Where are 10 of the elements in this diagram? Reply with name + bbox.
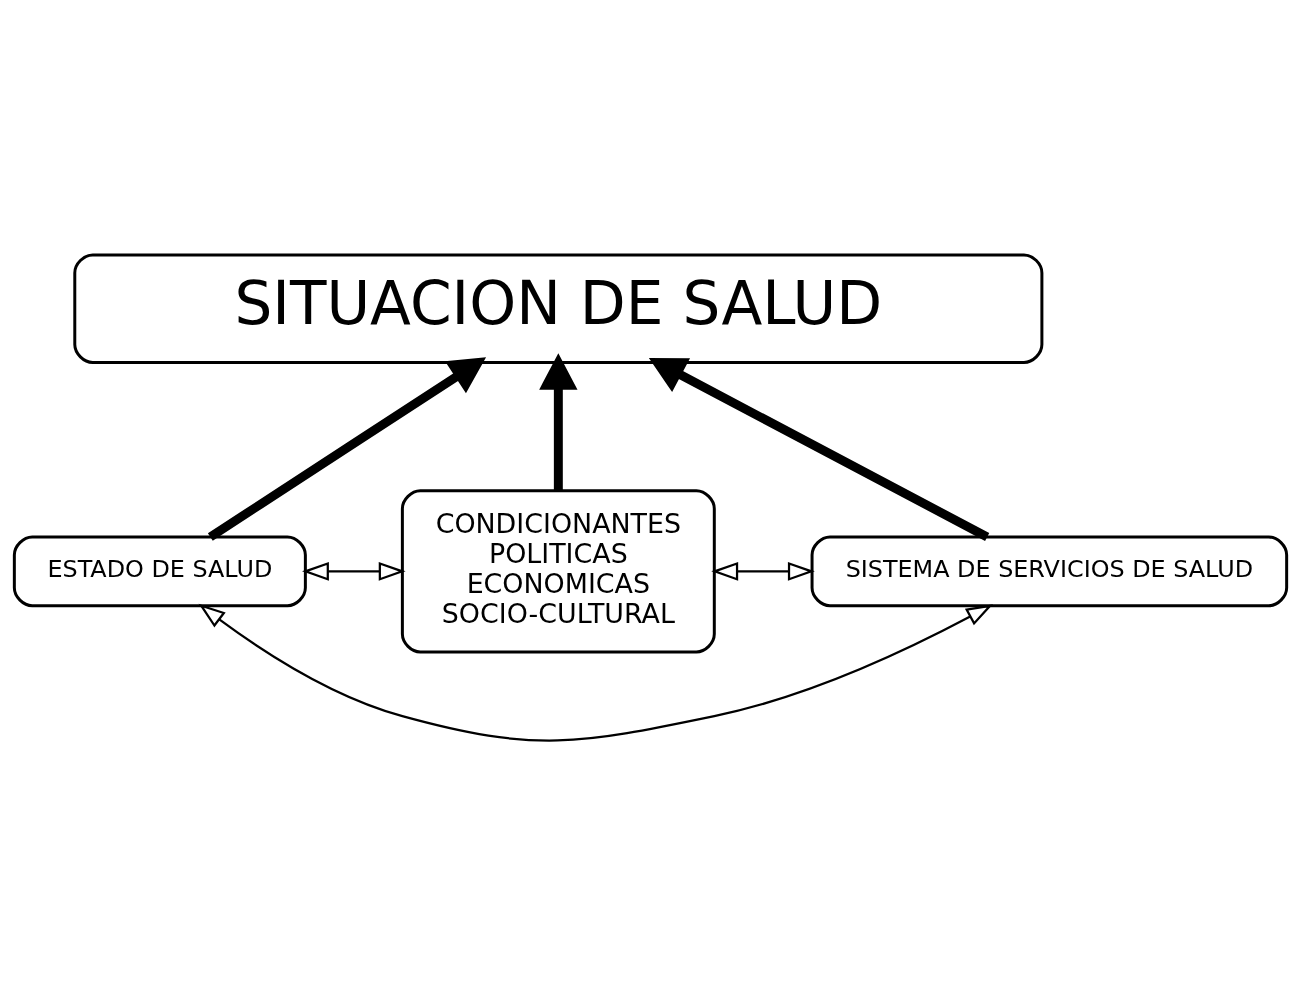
arrow [198, 603, 994, 742]
arrow [302, 561, 406, 581]
node-box: ESTADO DE SALUD [12, 535, 307, 608]
node-box: SISTEMA DE SERVICIOS DE SALUD [810, 535, 1289, 608]
arrow [648, 358, 990, 541]
arrow [711, 561, 815, 581]
arrow [539, 353, 578, 491]
node-box: CONDICIONANTES POLITICAS ECONOMICAS SOCIO-CULTURAL [400, 489, 716, 654]
node-box: SITUACION DE SALUD [73, 253, 1044, 364]
arrow [207, 357, 487, 541]
